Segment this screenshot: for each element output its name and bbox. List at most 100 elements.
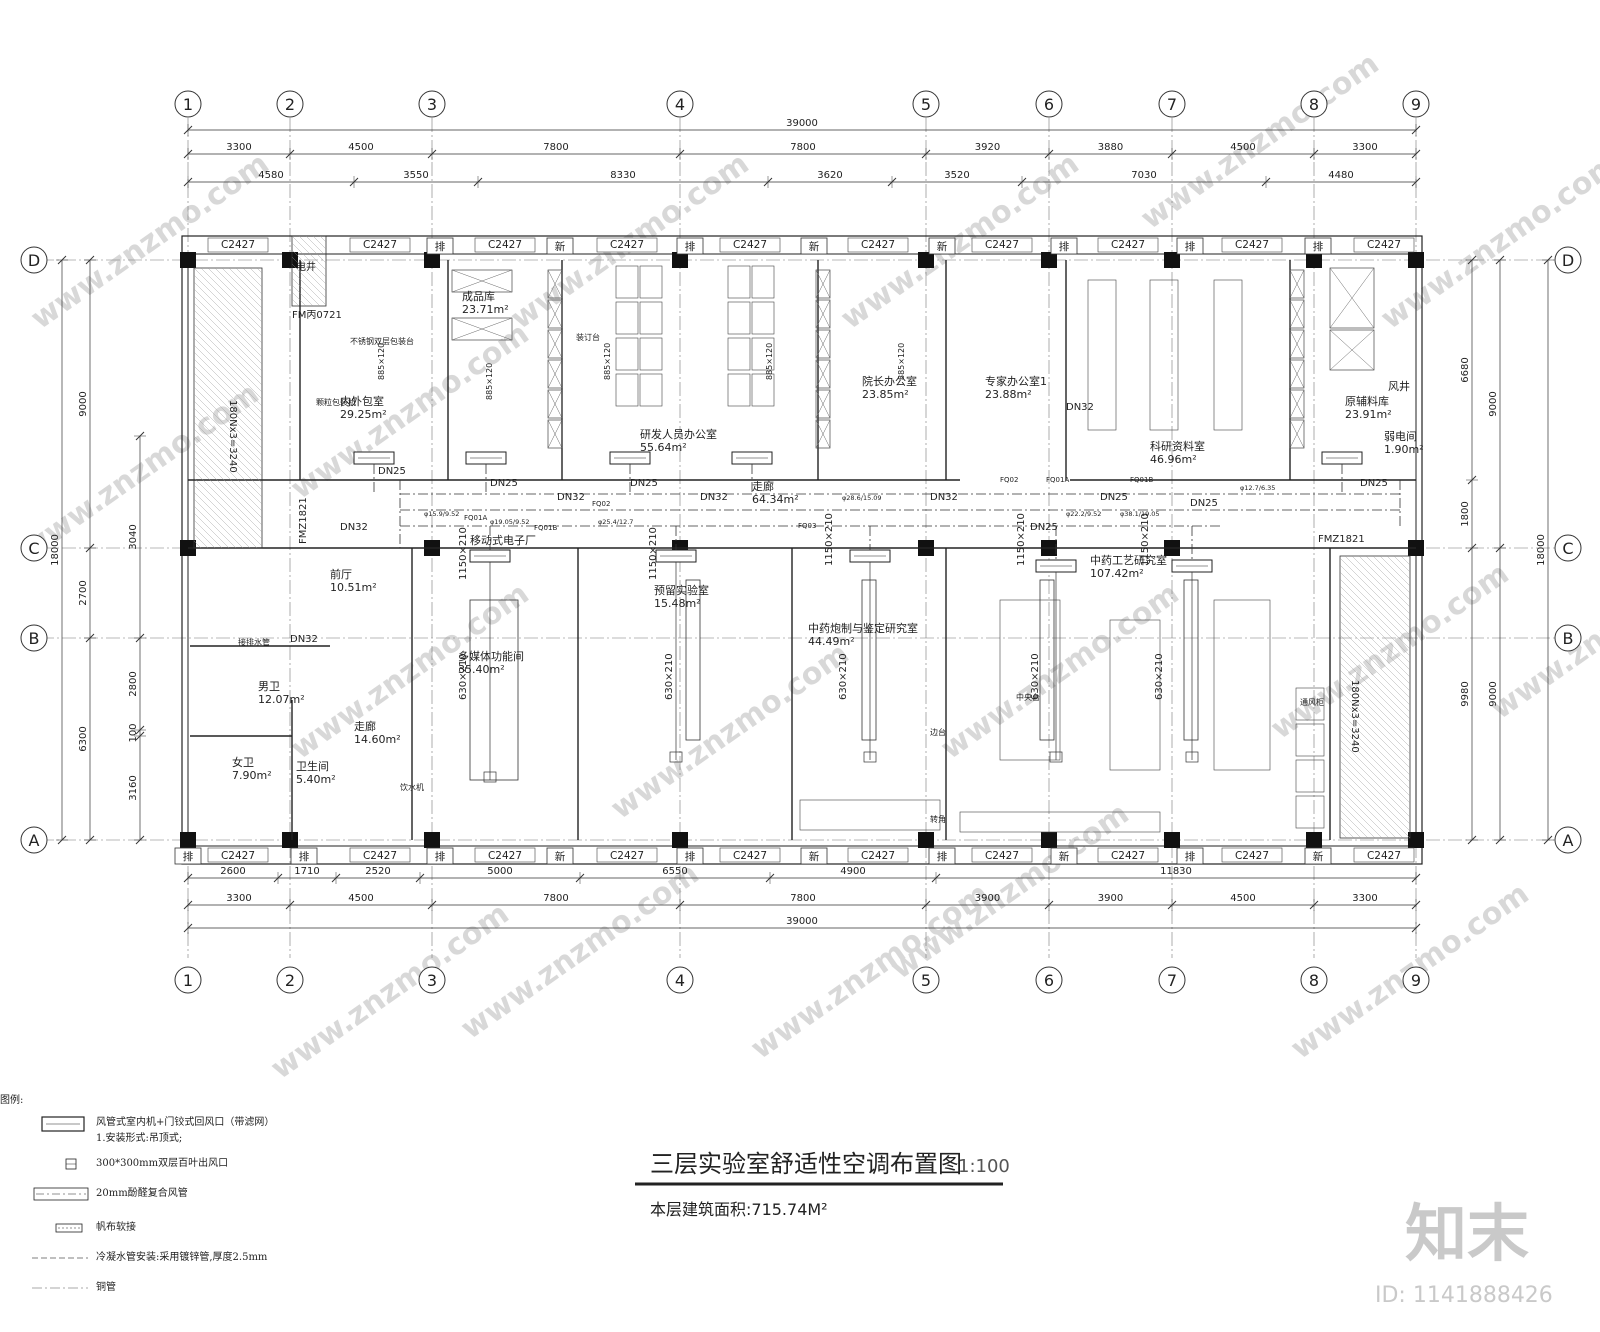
window-label: C2427 — [985, 239, 1019, 251]
structural-column — [1041, 832, 1057, 848]
hatch-line — [1339, 655, 1411, 727]
storage-rack — [451, 269, 513, 293]
pipe-size-label: DN32 — [1066, 402, 1094, 413]
hatch-line — [1339, 613, 1411, 685]
legend-item-text: 冷凝水管安装:采用镀锌管,厚度2.5mm — [96, 1250, 268, 1263]
shelf-rack — [1289, 269, 1305, 299]
lab-bench — [861, 579, 877, 741]
axis-label: 3 — [427, 95, 437, 114]
hatch-line — [1339, 683, 1411, 755]
axis-bubble — [418, 90, 446, 118]
legend-item-text: 帆布软接 — [96, 1220, 136, 1233]
pipe-size-label: DN25 — [378, 466, 406, 477]
rack-x — [815, 329, 831, 359]
vent-box — [546, 237, 574, 255]
hatch-line — [193, 288, 263, 358]
duct-size-label: 885×120 — [485, 363, 494, 400]
dim-value: 4900 — [840, 866, 865, 877]
window — [847, 847, 909, 863]
vent-label: 排 — [1313, 240, 1324, 253]
rack-x — [815, 299, 831, 329]
hatch-line — [193, 442, 263, 512]
room-name: 弱电间 — [1384, 430, 1417, 443]
window — [847, 237, 909, 253]
pipe-spec-label: φ19.05/9.52 — [490, 518, 530, 526]
vent-box — [426, 847, 454, 865]
image-id: ID: 1141888426 — [1375, 1283, 1553, 1308]
pipes — [373, 464, 1401, 783]
pipe-spec-label: φ28.6/15.09 — [842, 494, 882, 502]
hatch-line — [298, 235, 327, 264]
watermark-text: www.znzmo.com — [605, 636, 856, 826]
room-area: 46.96m² — [1150, 453, 1197, 466]
hatch-line — [1339, 739, 1411, 811]
floor-area: 本层建筑面积:715.74M² — [650, 1200, 828, 1219]
hatch-line — [1339, 578, 1411, 650]
vent-box — [290, 847, 318, 865]
pipe-spec-label: φ15.9/9.52 — [424, 510, 459, 518]
watermark-text: www.znzmo.com — [1265, 556, 1516, 746]
pipe-size-label: DN32 — [700, 492, 728, 503]
rack-x — [1289, 329, 1305, 359]
hatch-line — [1339, 648, 1411, 720]
room-area: 15.48m² — [654, 597, 701, 610]
hatch-line — [193, 435, 263, 505]
center-table — [1213, 599, 1271, 771]
axis-bubble — [20, 826, 48, 854]
axis-bubble — [666, 966, 694, 994]
room-name: 原辅料库 — [1345, 394, 1389, 408]
hatch-line — [193, 330, 263, 400]
vent-box — [426, 237, 454, 255]
vent-box — [1050, 847, 1078, 865]
dim-value: 3900 — [975, 893, 1000, 904]
shelf-rack — [1289, 359, 1305, 389]
hatch-line — [193, 400, 263, 470]
axis-label: 2 — [285, 971, 295, 990]
window — [474, 847, 536, 863]
shelf-rack — [1289, 329, 1305, 359]
desk — [751, 301, 775, 335]
dim-value: 4500 — [348, 893, 373, 904]
structural-column — [1041, 252, 1057, 268]
vent-label: 排 — [435, 240, 446, 253]
room-name: 前厅 — [330, 567, 352, 581]
water-dispenser-label: 饮水机 — [400, 782, 424, 792]
hatch-line — [1339, 669, 1411, 741]
hatch-line — [1339, 634, 1411, 706]
hatch-line — [1339, 767, 1411, 839]
hatch-line — [193, 365, 263, 435]
axis-label: 4 — [675, 971, 685, 990]
shelf-rack — [815, 269, 831, 299]
axis-bubble — [20, 246, 48, 274]
hatch-line — [193, 267, 263, 337]
fume-hood — [1295, 687, 1325, 721]
desk — [727, 301, 751, 335]
window — [474, 237, 536, 253]
window-label: C2427 — [1111, 850, 1145, 862]
axis-label: C — [1562, 539, 1573, 558]
pipe-size-label: DN25 — [490, 478, 518, 489]
dim-value: 4580 — [258, 170, 283, 181]
window — [207, 237, 269, 253]
hatch-line — [1339, 795, 1383, 839]
storage-rack — [1329, 267, 1375, 329]
shelf-rack — [815, 299, 831, 329]
hatch-line — [193, 505, 237, 549]
hatch-line — [1339, 599, 1411, 671]
packing-table-label: 不锈钢双层包装台 — [350, 336, 414, 346]
electrical-shaft-label: 电井 — [296, 260, 316, 273]
duct-size-label: 885×120 — [377, 343, 386, 380]
hatch-line — [193, 540, 202, 549]
air-outlet — [483, 771, 497, 783]
window-label: C2427 — [1235, 850, 1269, 862]
room-name: 男卫 — [258, 680, 280, 693]
vent-box — [928, 237, 956, 255]
duct-size-label: 885×120 — [603, 343, 612, 380]
dim-value: 2800 — [128, 671, 139, 696]
axis-bubble — [1158, 90, 1186, 118]
center-table — [999, 599, 1061, 761]
fire-door-label: FM丙0721 — [292, 310, 342, 321]
lab-bench — [469, 599, 519, 781]
window — [596, 847, 658, 863]
pipe-spec-label: φ25.4/12.7 — [598, 518, 633, 526]
